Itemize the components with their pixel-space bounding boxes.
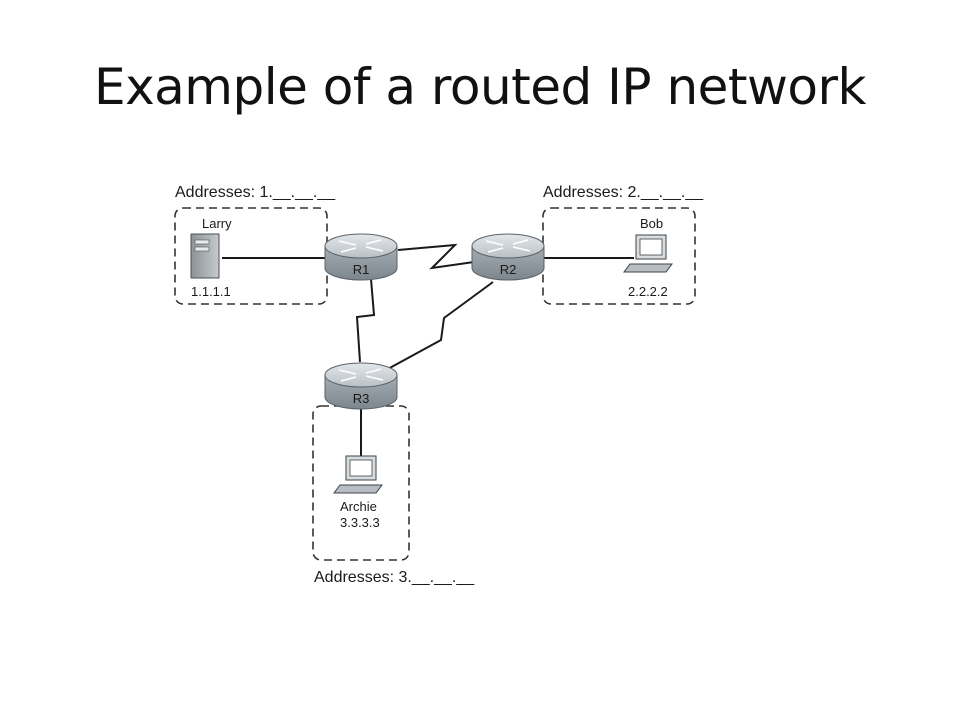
serial-link-r2-r3 xyxy=(385,281,494,371)
address-label-1: Addresses: 1.__.__.__ xyxy=(175,184,336,201)
host-archie: Archie 3.3.3.3 xyxy=(333,455,383,530)
host-ip-archie: 3.3.3.3 xyxy=(340,515,380,530)
serial-link-r1-r3 xyxy=(355,278,376,363)
address-label-3: Addresses: 3.__.__.__ xyxy=(314,569,475,586)
host-name-larry: Larry xyxy=(202,216,232,231)
slide-title: Example of a routed IP network xyxy=(93,58,867,116)
address-label-2: Addresses: 2.__.__.__ xyxy=(543,184,704,201)
router-label-r2: R2 xyxy=(500,262,517,277)
serial-link-r1-r2 xyxy=(397,243,475,270)
router-arrows-icon xyxy=(338,239,384,253)
pc-icon xyxy=(623,234,673,273)
host-bob: Bob 2.2.2.2 xyxy=(623,216,673,299)
host-name-archie: Archie xyxy=(340,499,377,514)
host-ip-bob: 2.2.2.2 xyxy=(628,284,668,299)
router-arrows-icon xyxy=(338,368,384,382)
router-label-r3: R3 xyxy=(353,391,370,406)
router-label-r1: R1 xyxy=(353,262,370,277)
router-r2: R2 xyxy=(471,233,545,281)
router-r3: R3 xyxy=(324,362,398,410)
host-ip-larry: 1.1.1.1 xyxy=(191,284,231,299)
router-r1: R1 xyxy=(324,233,398,281)
server-icon xyxy=(190,233,220,279)
pc-icon xyxy=(333,455,383,494)
host-name-bob: Bob xyxy=(640,216,663,231)
network-box-2 xyxy=(542,207,696,305)
router-arrows-icon xyxy=(485,239,531,253)
host-larry: Larry 1.1.1.1 xyxy=(190,216,232,299)
